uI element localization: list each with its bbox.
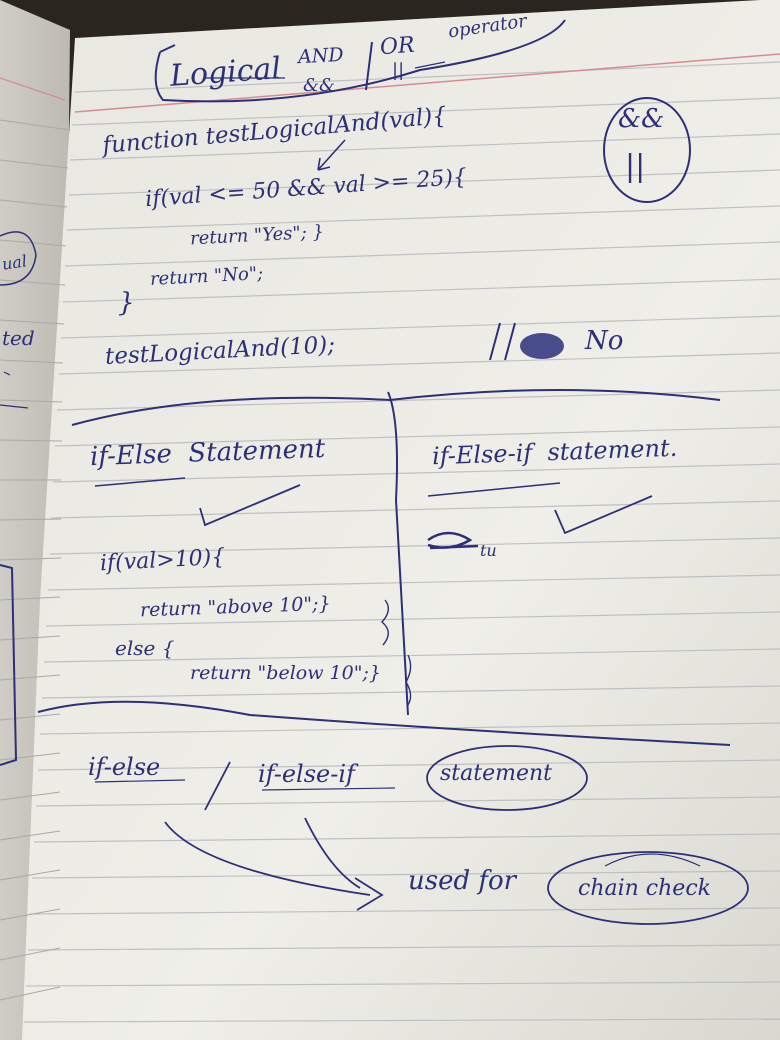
left-page-bracket (0, 564, 18, 766)
pointer-arrow (317, 139, 346, 171)
used-for-text: used for (408, 866, 517, 896)
arrow-curve-right (304, 817, 361, 889)
operators-circle (603, 97, 691, 203)
circle-or-symbol: || (625, 149, 646, 184)
check-mark-right (554, 495, 653, 535)
scribble-tail: tu (480, 541, 497, 560)
divider-bottom (37, 700, 731, 746)
code-line-close: } (118, 288, 135, 318)
left-page-fragment-1: ual (0, 251, 29, 274)
bottom-if-else-if: if-else-if (258, 760, 355, 788)
slash-separator (204, 761, 231, 811)
left-page-fragment-2: ted (2, 326, 35, 350)
bottom-if-else: if-else (88, 753, 161, 781)
title-logical: Logical (168, 51, 283, 94)
divider-vertical (387, 391, 409, 716)
title-or-symbol: || (392, 60, 405, 81)
arrow-head (354, 877, 384, 911)
title-and-symbol: && (303, 75, 336, 96)
bottom-statement: statement (440, 761, 552, 786)
chain-check-oval (547, 851, 749, 925)
title-frame (154, 19, 566, 103)
comment-result: No (585, 326, 624, 356)
arrow-curve-left (164, 821, 371, 896)
check-mark-left (199, 484, 301, 527)
scribble-mark (520, 333, 564, 359)
title-or: OR (379, 32, 416, 61)
statement-oval (426, 745, 588, 811)
right-page (22, 0, 780, 1040)
margin-line (74, 53, 780, 113)
title-and: AND (297, 43, 345, 69)
if-else-heading: if-Else Statement (89, 433, 326, 473)
left-code-else: else { (115, 636, 175, 660)
left-code-return-below: return "below 10";} (190, 662, 381, 684)
chain-check-text: chain check (578, 876, 711, 901)
circle-and-symbol: && (618, 104, 665, 134)
